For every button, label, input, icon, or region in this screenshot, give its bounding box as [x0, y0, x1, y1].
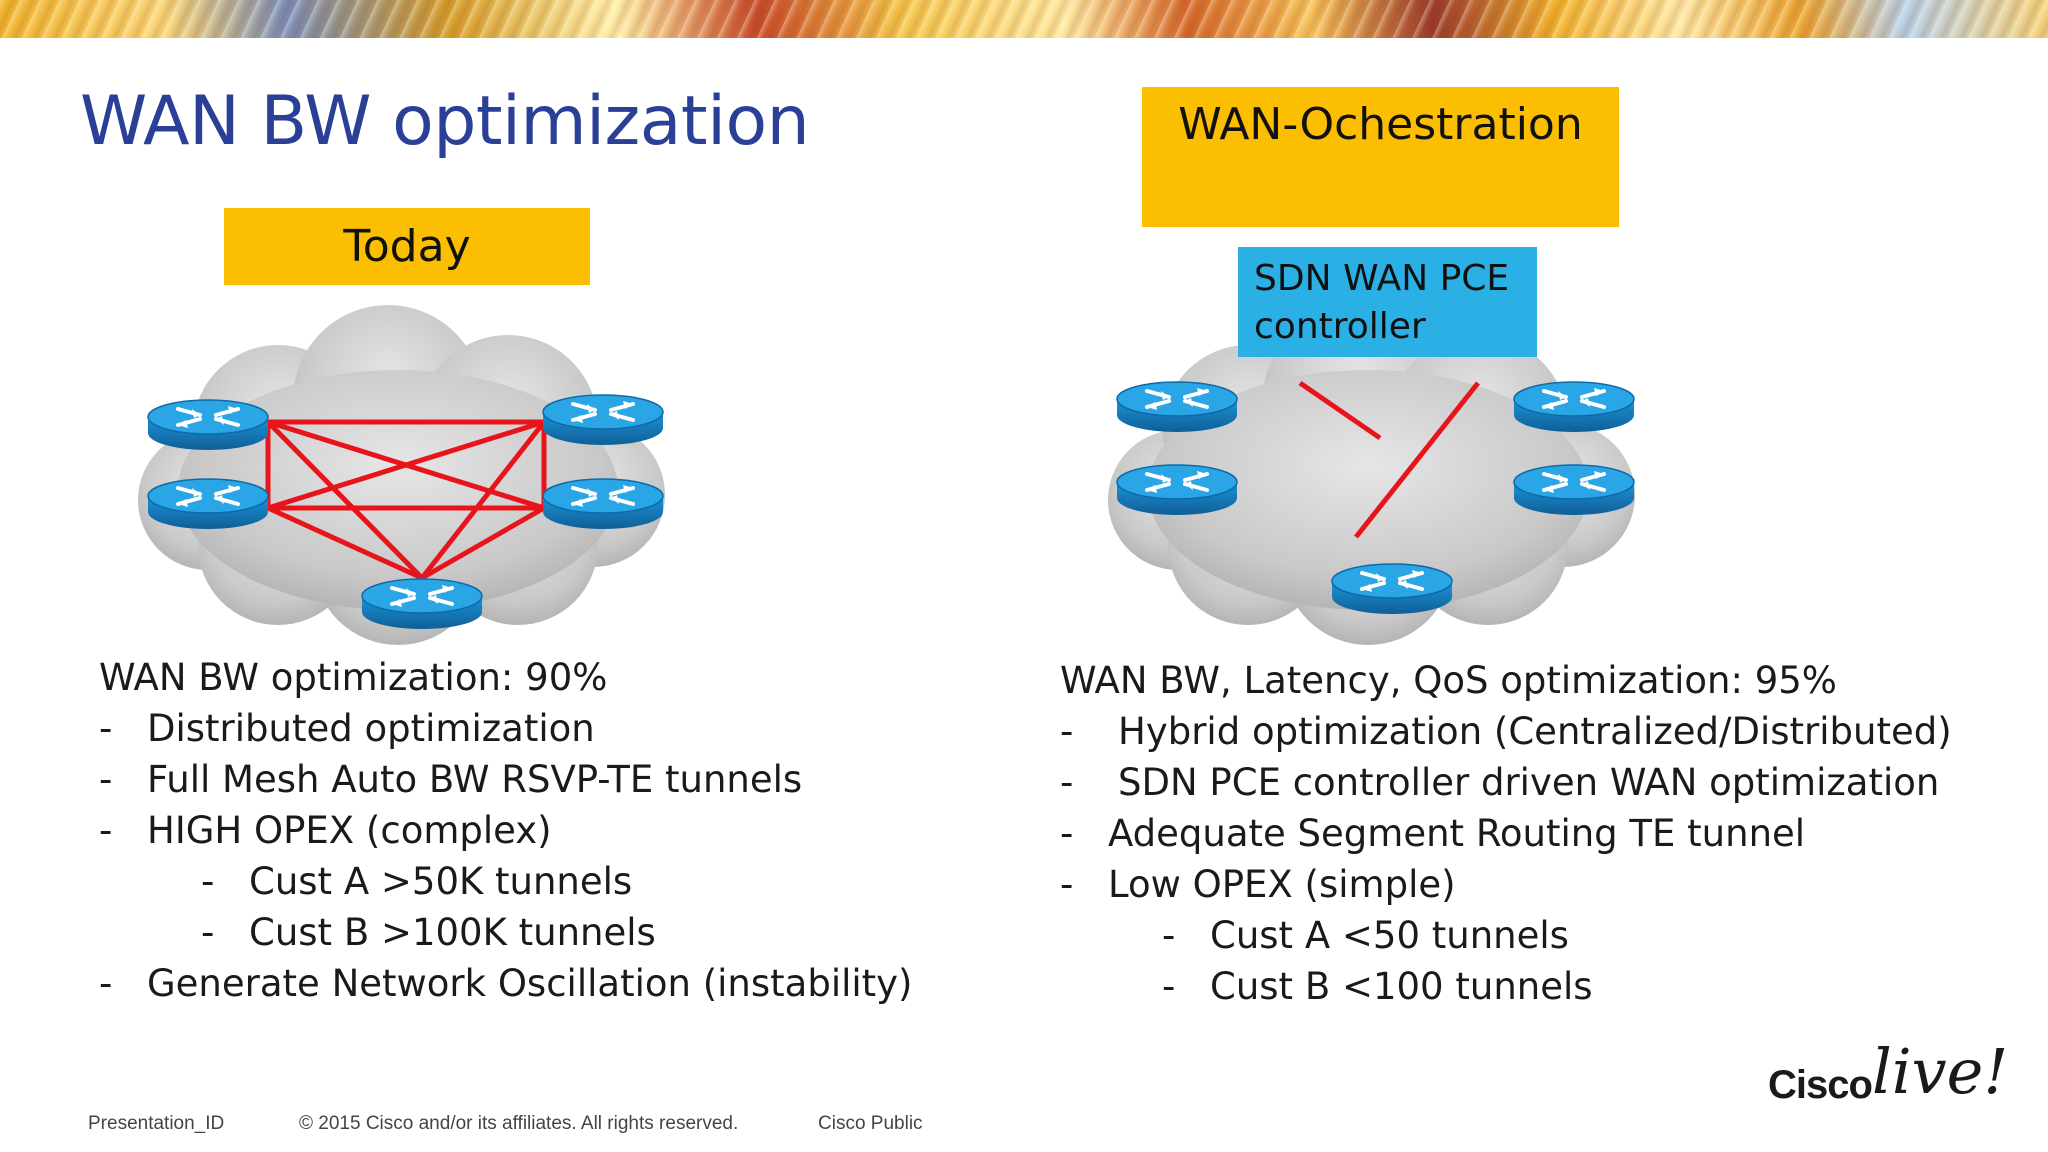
left-list-heading: WAN BW optimization: 90%	[99, 656, 608, 699]
dash-marker: -	[201, 860, 215, 903]
router-icon	[1512, 380, 1636, 434]
dash-marker: -	[1060, 812, 1074, 855]
list-item: - Adequate Segment Routing TE tunnel	[1060, 808, 1805, 859]
cisco-live-logo: Ciscolive!	[1768, 1035, 2008, 1108]
list-item: - Cust A >50K tunnels	[201, 856, 632, 907]
right-list-heading: WAN BW, Latency, QoS optimization: 95%	[1060, 659, 1837, 702]
list-item: - Cust A <50 tunnels	[1162, 910, 1569, 961]
list-item: - SDN PCE controller driven WAN optimiza…	[1060, 757, 1939, 808]
sdn-controller-box: SDN WAN PCE controller	[1238, 247, 1537, 357]
list-item-text: SDN PCE controller driven WAN optimizati…	[1118, 761, 1940, 804]
list-item: - Cust B >100K tunnels	[201, 907, 656, 958]
list-item-text: Low OPEX (simple)	[1108, 863, 1456, 906]
list-item: - Generate Network Oscillation (instabil…	[99, 958, 913, 1009]
list-item-text: Cust B <100 tunnels	[1210, 965, 1593, 1008]
controller-label-line1: SDN WAN PCE	[1254, 258, 1510, 299]
router-icon	[1115, 463, 1239, 517]
list-item-text: Distributed optimization	[147, 707, 595, 750]
list-item-text: Generate Network Oscillation (instabilit…	[147, 962, 913, 1005]
dash-marker: -	[99, 962, 113, 1005]
router-icon	[1330, 562, 1454, 616]
dash-marker: -	[201, 911, 215, 954]
list-item-text: Full Mesh Auto BW RSVP-TE tunnels	[147, 758, 803, 801]
today-label: Today	[343, 221, 471, 272]
router-icon	[146, 398, 270, 452]
router-icon	[146, 477, 270, 531]
list-item-text: Cust A >50K tunnels	[249, 860, 633, 903]
router-icon	[541, 477, 665, 531]
dash-marker: -	[1060, 761, 1074, 804]
router-icon	[1512, 463, 1636, 517]
today-label-box: Today	[224, 208, 590, 285]
router-icon	[1115, 380, 1239, 434]
logo-brand: Cisco	[1768, 1063, 1873, 1107]
full-mesh-tunnels	[265, 419, 547, 581]
router-icon	[541, 393, 665, 447]
list-item-text: Adequate Segment Routing TE tunnel	[1108, 812, 1806, 855]
decorative-banner	[0, 0, 2048, 38]
list-item: - Low OPEX (simple)	[1060, 859, 1456, 910]
dash-marker: -	[1060, 863, 1074, 906]
slide-title: WAN BW optimization	[80, 82, 810, 161]
list-item-text: HIGH OPEX (complex)	[147, 809, 552, 852]
list-item: - Cust B <100 tunnels	[1162, 961, 1593, 1012]
dash-marker: -	[99, 707, 113, 750]
router-icon	[360, 577, 484, 631]
list-item: - Hybrid optimization (Centralized/Distr…	[1060, 706, 1952, 757]
list-item: - Distributed optimization	[99, 703, 595, 754]
dash-marker: -	[1162, 965, 1176, 1008]
footer-presentation-id: Presentation_ID	[88, 1113, 225, 1134]
list-item: - Full Mesh Auto BW RSVP-TE tunnels	[99, 754, 802, 805]
list-item-text: Cust A <50 tunnels	[1210, 914, 1569, 957]
orchestration-label-box: WAN-Ochestration	[1142, 87, 1619, 227]
controller-label-line2: controller	[1254, 306, 1426, 347]
list-item-text: Hybrid optimization (Centralized/Distrib…	[1118, 710, 1952, 753]
dash-marker: -	[1060, 710, 1074, 753]
logo-event: live!	[1871, 1035, 2009, 1108]
controller-links	[1298, 380, 1480, 539]
footer-classification: Cisco Public	[818, 1113, 923, 1134]
dash-marker: -	[1162, 914, 1176, 957]
orchestration-label: WAN-Ochestration	[1178, 99, 1583, 150]
footer-copyright: © 2015 Cisco and/or its affiliates. All …	[299, 1113, 739, 1134]
dash-marker: -	[99, 758, 113, 801]
list-item: - HIGH OPEX (complex)	[99, 805, 552, 856]
dash-marker: -	[99, 809, 113, 852]
list-item-text: Cust B >100K tunnels	[249, 911, 656, 954]
